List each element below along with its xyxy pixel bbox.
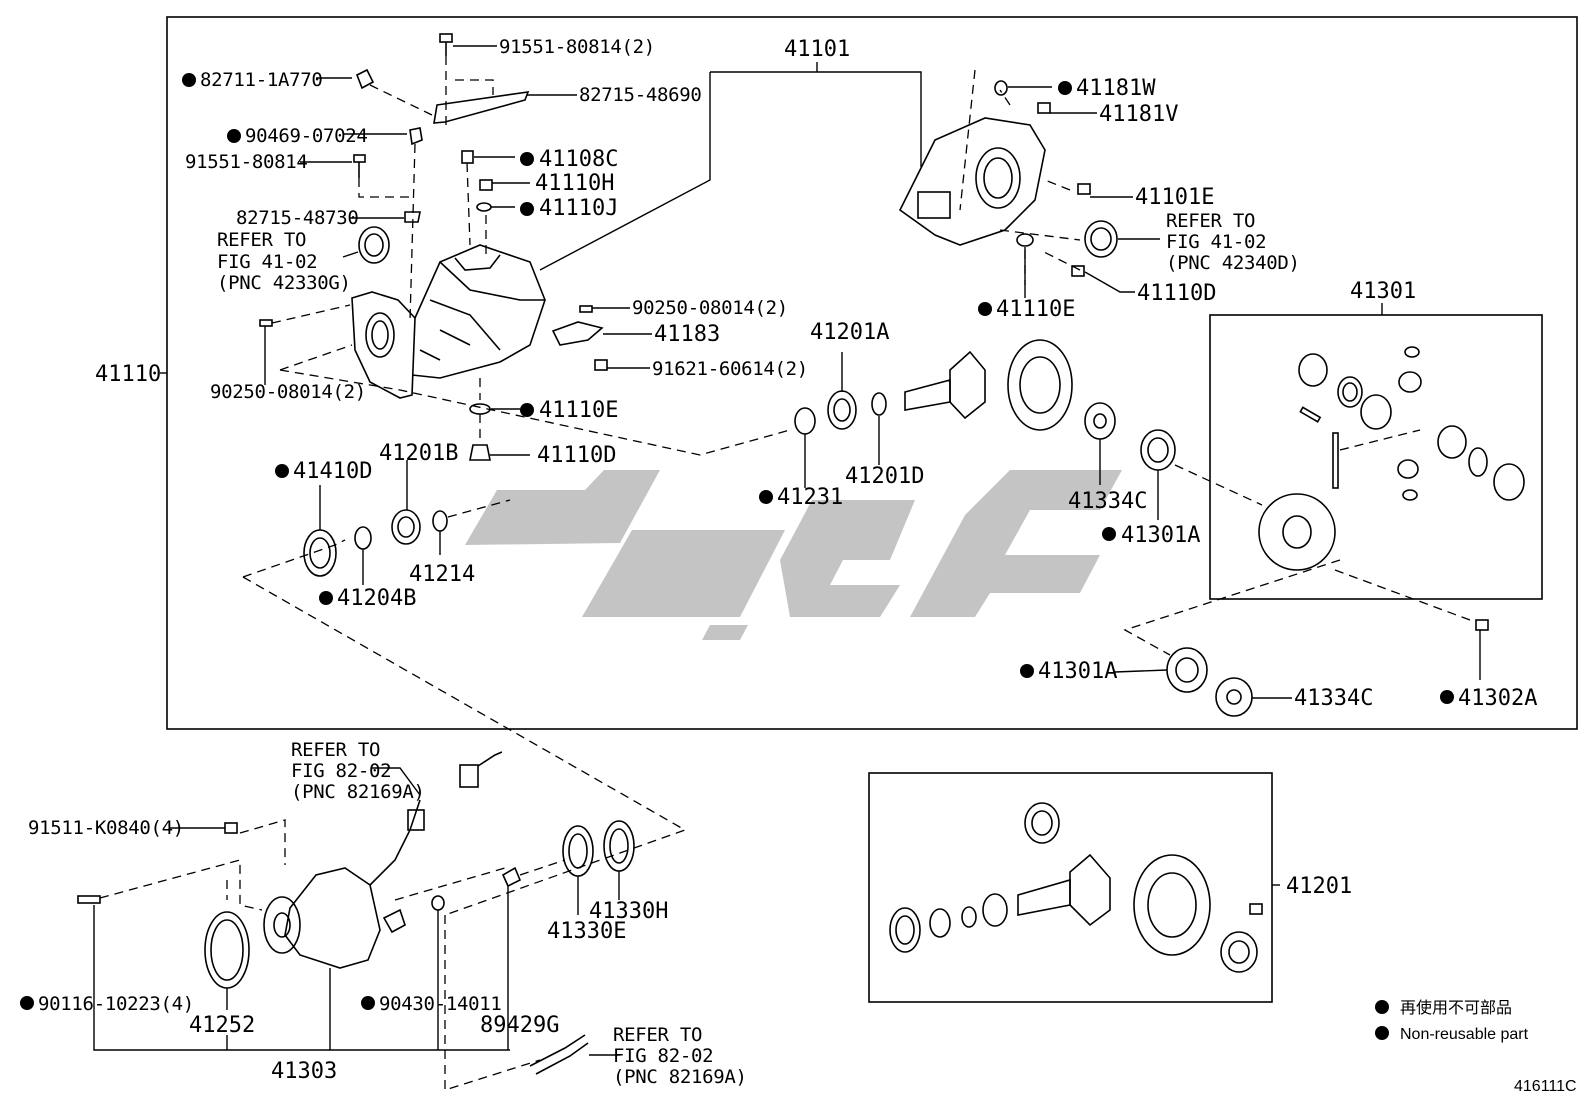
- part-label: 41110D: [1137, 281, 1216, 306]
- part-label: 41334C: [1068, 489, 1147, 514]
- part-labels: 91551-80814(2) 82711-1A770 82715-48690 9…: [28, 36, 1537, 1038]
- part-label: 41252: [189, 1013, 255, 1038]
- assembly-label-kit: 41201: [1286, 874, 1352, 899]
- assembly-label-carrier: 41110: [95, 362, 161, 387]
- part-label: 41201A: [810, 320, 889, 345]
- part-label: 90250-08014(2): [210, 381, 366, 403]
- part-label: 82715-48730: [236, 207, 359, 229]
- case-sub-assembly-drawing: [898, 80, 1118, 277]
- part-label: 90116-10223(4): [38, 993, 194, 1015]
- nonreusable-dots: [20, 73, 1454, 1040]
- reference-pnc: (PNC 82169A): [613, 1066, 747, 1088]
- part-label: 82715-48690: [579, 84, 702, 106]
- part-label: 41410D: [293, 459, 372, 484]
- part-label: 41334C: [1294, 686, 1373, 711]
- part-label: 41301A: [1121, 523, 1200, 548]
- part-label: 91551-80814(2): [499, 36, 655, 58]
- part-label: 41108C: [539, 147, 618, 172]
- reference-notes: REFER TO FIG 41-02 (PNC 42330G) REFER TO…: [217, 210, 1300, 1088]
- part-label: 41201D: [845, 464, 924, 489]
- assembly-dashed-lines: [99, 56, 1471, 1091]
- ring-pinion-kit-frame: [868, 772, 1273, 1003]
- part-label: 41204B: [337, 586, 416, 611]
- assembly-labels: 41110 41101 41301 41201 41303: [95, 37, 1416, 1084]
- reference-refer: REFER TO: [291, 739, 380, 761]
- part-label: 41110E: [539, 398, 618, 423]
- part-label: 82711-1A770: [200, 69, 323, 91]
- legend: 再使用不可部品 Non-reusable part: [1400, 999, 1529, 1043]
- reference-refer: REFER TO: [217, 229, 306, 251]
- part-label: 90469-07024: [245, 125, 368, 147]
- watermark-logo: [465, 470, 1122, 640]
- part-label: 41110H: [535, 171, 614, 196]
- ring-pinion-kit-drawing: [889, 802, 1263, 973]
- reference-refer: REFER TO: [613, 1024, 702, 1046]
- part-label: 41301A: [1038, 659, 1117, 684]
- reference-fig: FIG 82-02: [613, 1045, 713, 1067]
- part-label: 91621-60614(2): [652, 358, 808, 380]
- carrier-housing-drawing: [351, 244, 604, 399]
- part-label: 41110J: [539, 196, 618, 221]
- part-label: 41110E: [996, 297, 1075, 322]
- reference-pnc: (PNC 42340D): [1166, 252, 1300, 274]
- differential-case-drawing: [1166, 346, 1525, 717]
- legend-chinese: 再使用不可部品: [1400, 999, 1512, 1017]
- assembly-label-diff: 41301: [1350, 279, 1416, 304]
- reference-fig: FIG 82-02: [291, 760, 391, 782]
- reference-fig: FIG 41-02: [1166, 231, 1266, 253]
- assembly-label-case: 41101: [784, 37, 850, 62]
- legend-english: Non-reusable part: [1400, 1026, 1529, 1043]
- part-label: 41201B: [379, 441, 458, 466]
- part-label: 41231: [777, 485, 843, 510]
- part-label: 41330E: [547, 919, 626, 944]
- reference-fig: FIG 41-02: [217, 251, 317, 273]
- part-label: 91511-K0840(4): [28, 817, 184, 839]
- carrier-assembly-frame: [166, 16, 1578, 730]
- diff-case-frame: [1209, 314, 1543, 600]
- diagram-code: 416111C: [1514, 1078, 1577, 1095]
- part-label: 41302A: [1458, 686, 1537, 711]
- part-label: 89429G: [480, 1013, 559, 1038]
- reference-pnc: (PNC 42330G): [217, 272, 351, 294]
- reference-pnc: (PNC 82169A): [291, 781, 425, 803]
- part-label: 90430-14011: [379, 993, 502, 1015]
- part-label: 41101E: [1135, 185, 1214, 210]
- part-label: 41181V: [1099, 102, 1178, 127]
- part-label: 41330H: [589, 899, 668, 924]
- part-label: 41110D: [537, 443, 616, 468]
- part-label: 41214: [409, 562, 475, 587]
- leader-lines: [93, 45, 1481, 1056]
- reference-refer: REFER TO: [1166, 210, 1255, 232]
- part-label: 41181W: [1076, 76, 1156, 101]
- part-label: 41183: [654, 322, 720, 347]
- part-label: 91551-80814: [185, 151, 308, 173]
- part-label: 90250-08014(2): [632, 297, 788, 319]
- assembly-label-coupling: 41303: [271, 1059, 337, 1084]
